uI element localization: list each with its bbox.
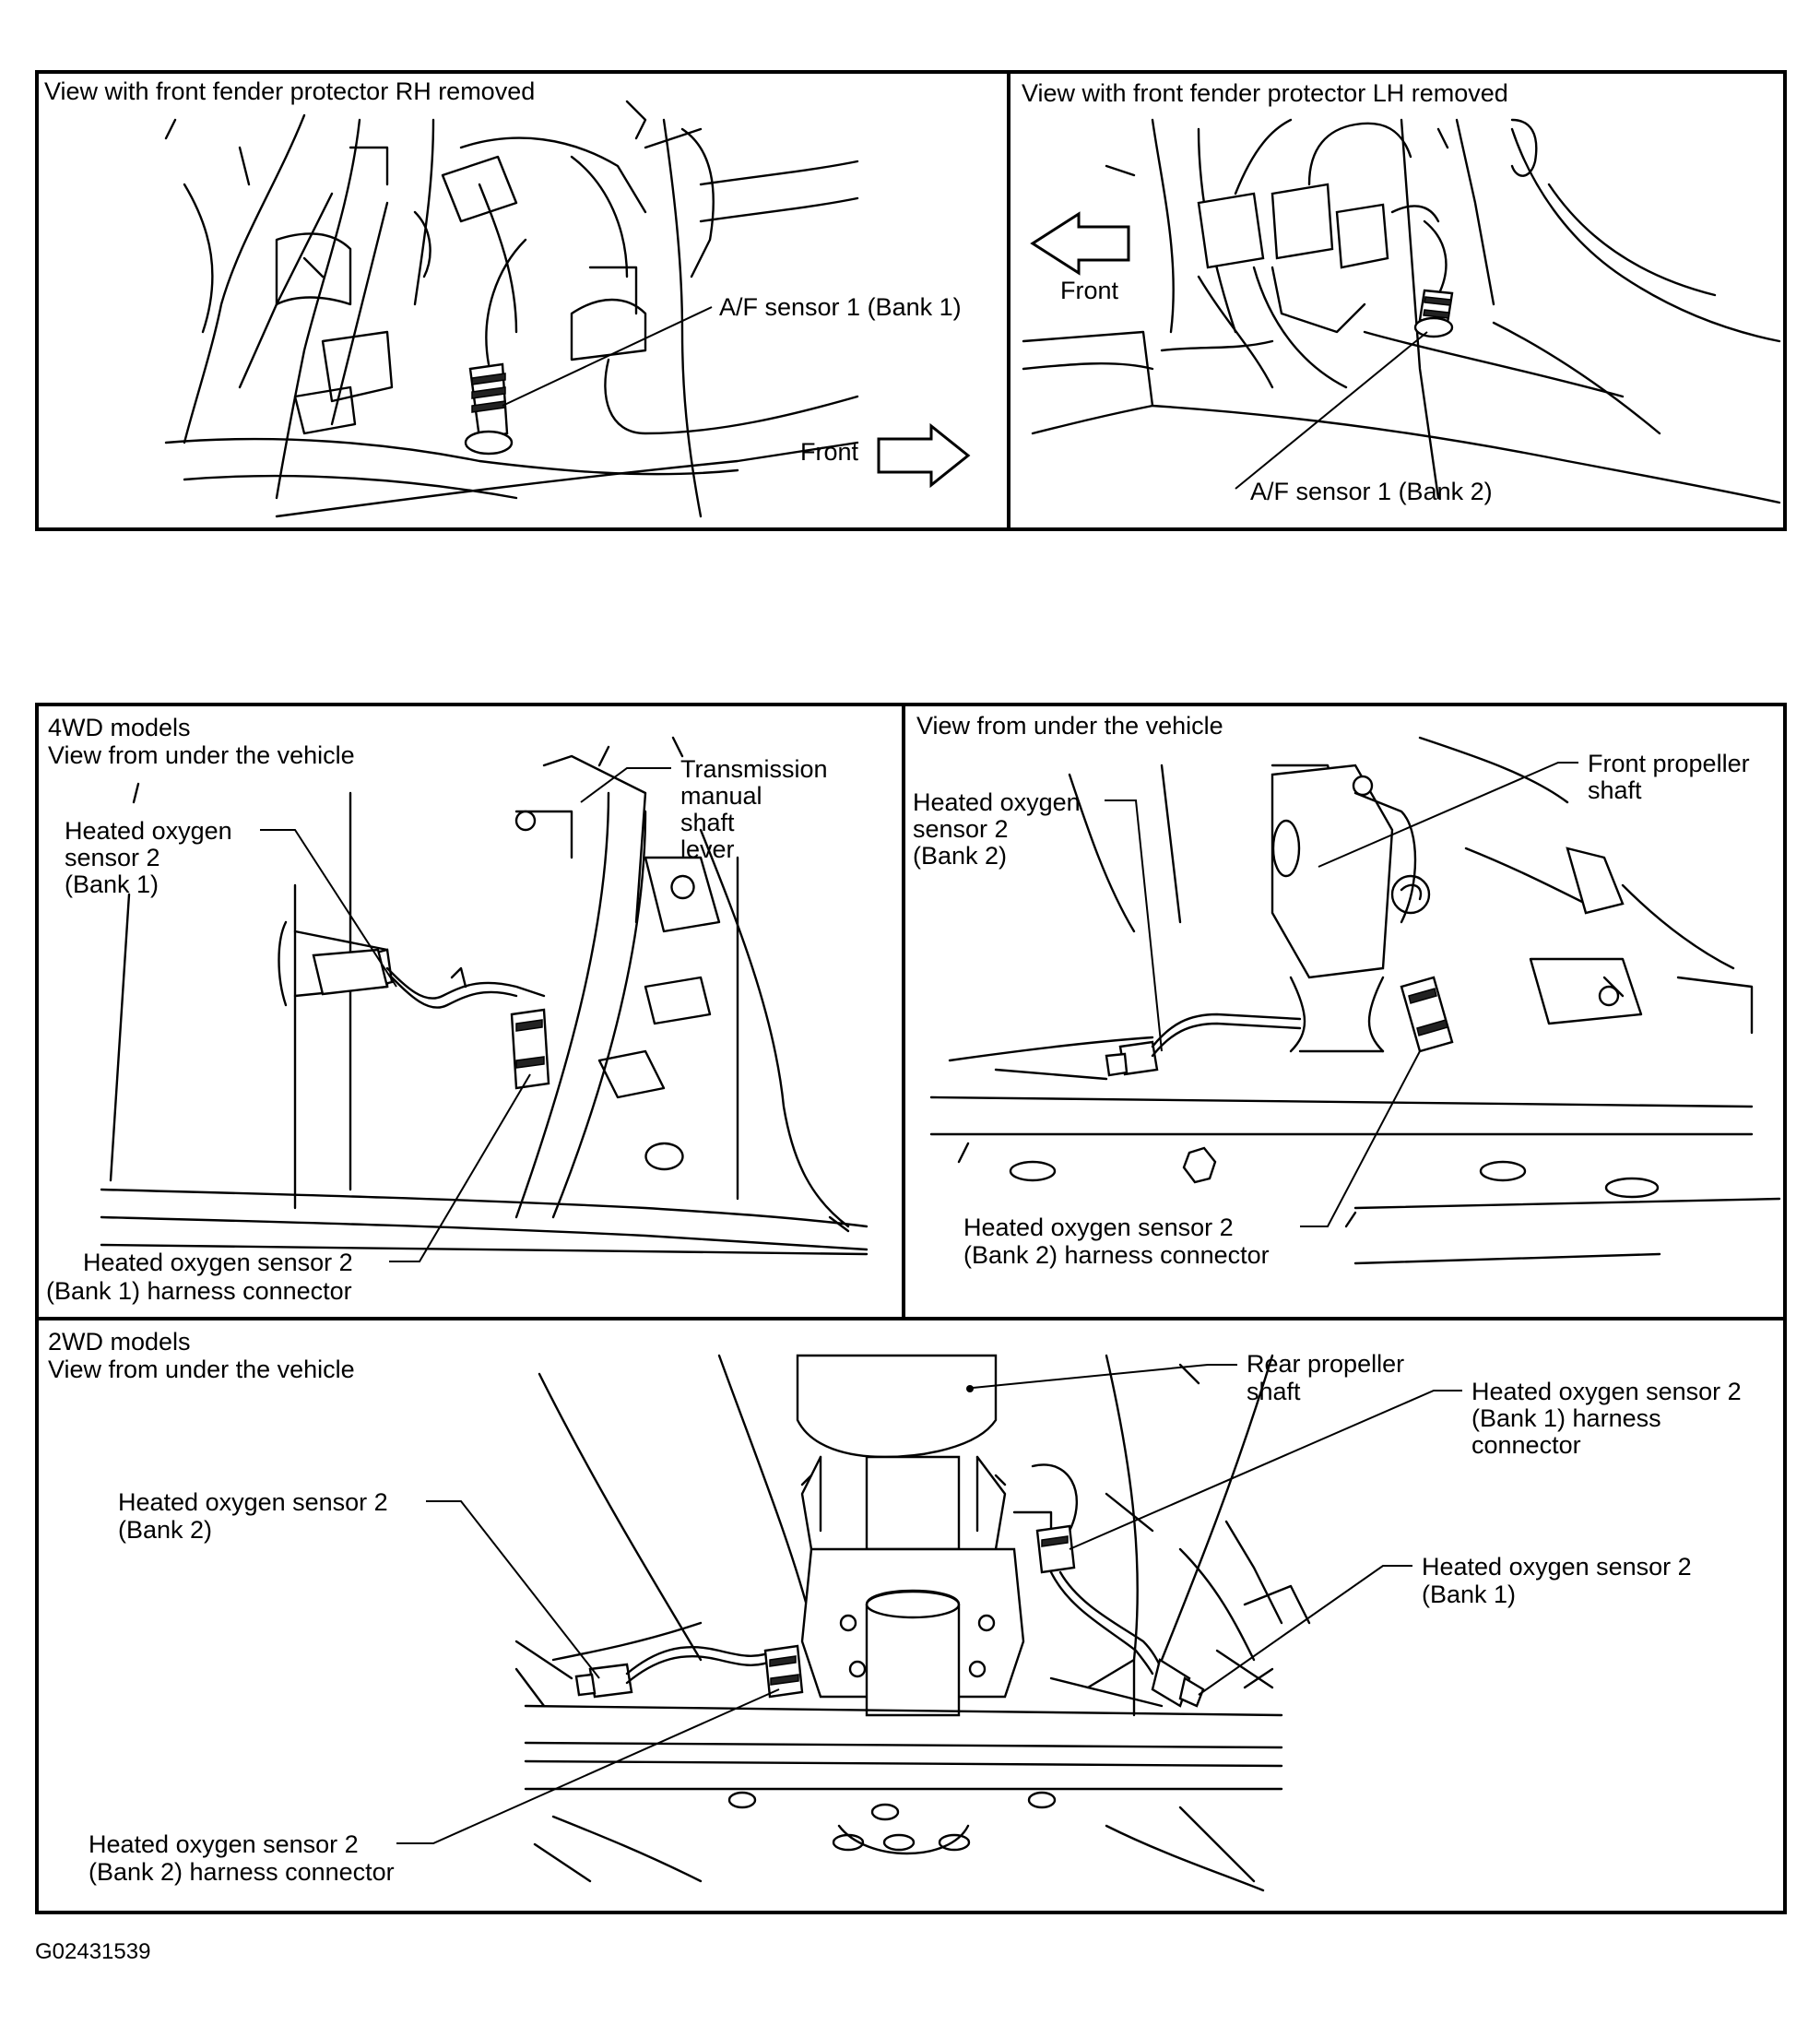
connector-bank1-2wd-label-2: (Bank 1) harness — [1471, 1404, 1661, 1432]
rear-prop-point — [966, 1385, 974, 1392]
fourwd-title-line2: View from under the vehicle — [48, 741, 355, 769]
connector-bank1-2wd-leader — [1069, 1390, 1462, 1550]
connector-bank2-under-label-2: (Bank 2) harness connector — [963, 1241, 1270, 1269]
bottom-panel-frame — [35, 703, 1787, 1914]
trans-lever-label-2: manual — [680, 782, 762, 810]
front-prop-label-1: Front propeller — [1588, 750, 1750, 777]
af-sensor-bank2-label: A/F sensor 1 (Bank 2) — [1250, 478, 1493, 505]
underview-drawing — [929, 736, 1781, 1265]
front-prop-label-2: shaft — [1588, 776, 1642, 804]
rear-prop-label-2: shaft — [1247, 1378, 1301, 1405]
trans-lever-leader — [580, 767, 671, 803]
ho2s-bank2-2wd-leader — [426, 1500, 600, 1679]
connector-bank1-4wd-label-2: (Bank 1) harness connector — [46, 1277, 352, 1305]
lh-front-label: Front — [1060, 277, 1119, 304]
lh-fender-panel: View with front fender protector LH remo… — [1022, 79, 1781, 505]
ho2s-bank1-4wd-label-2: sensor 2 — [65, 844, 160, 871]
ho2s-bank1-4wd-label-1: Heated oxygen — [65, 817, 232, 845]
front-arrow-left-icon — [1030, 211, 1130, 276]
connector-bank2-2wd-leader — [396, 1688, 780, 1844]
connector-bank2-under-leader — [1300, 1050, 1421, 1227]
rh-panel-title: View with front fender protector RH remo… — [44, 77, 535, 105]
twowd-panel: 2WD models View from under the vehicle — [48, 1328, 1742, 1892]
ho2s-bank1-2wd-label-2: (Bank 1) — [1422, 1581, 1516, 1608]
ho2s-bank1-2wd-leader — [1198, 1565, 1412, 1696]
lh-panel-title: View with front fender protector LH remo… — [1022, 79, 1508, 107]
rear-prop-label-1: Rear propeller — [1247, 1350, 1404, 1378]
connector-bank1-4wd-label-1: Heated oxygen sensor 2 — [83, 1249, 353, 1276]
front-prop-leader — [1318, 762, 1578, 868]
trans-lever-label-1: Transmission — [680, 755, 828, 783]
ho2s-bank2-under-label-3: (Bank 2) — [913, 842, 1007, 870]
ho2s-bank2-2wd-label-2: (Bank 2) — [118, 1516, 212, 1544]
rear-prop-leader — [972, 1364, 1237, 1389]
connector-bank1-2wd-label-1: Heated oxygen sensor 2 — [1471, 1378, 1742, 1405]
twowd-drawing — [514, 1354, 1311, 1892]
connector-bank2-under-label-1: Heated oxygen sensor 2 — [963, 1214, 1234, 1241]
fourwd-drawing — [100, 736, 869, 1256]
underview-panel: View from under the vehicle — [913, 712, 1781, 1269]
top-panel-frame — [35, 70, 1787, 531]
rh-front-label: Front — [800, 438, 859, 466]
connector-bank1-4wd-leader — [389, 1073, 531, 1262]
twowd-title-line1: 2WD models — [48, 1328, 191, 1356]
ho2s-bank2-2wd-label-1: Heated oxygen sensor 2 — [118, 1488, 388, 1516]
top-panels — [35, 70, 1787, 531]
underview-title: View from under the vehicle — [916, 712, 1223, 740]
fourwd-title-line1: 4WD models — [48, 714, 191, 741]
ho2s-bank2-under-leader — [1105, 799, 1163, 1052]
rh-fender-panel: View with front fender protector RH remo… — [44, 77, 971, 518]
af-sensor-bank1-label: A/F sensor 1 (Bank 1) — [719, 293, 962, 321]
af-bank1-leader — [502, 306, 713, 407]
figure-id: G02431539 — [35, 1939, 150, 1964]
connector-bank2-2wd-label-2: (Bank 2) harness connector — [89, 1858, 395, 1886]
front-arrow-right-icon — [877, 422, 971, 489]
af-sensor-bank2 — [1413, 219, 1454, 338]
ho2s-bank1-4wd-label-3: (Bank 1) — [65, 870, 159, 898]
twowd-sensors — [574, 1524, 1205, 1708]
af-bank2-leader — [1235, 331, 1428, 490]
af-sensor-bank1 — [464, 238, 527, 456]
ho2s-bank2-under-label-2: sensor 2 — [913, 815, 1009, 843]
connector-bank1-2wd-label-3: connector — [1471, 1431, 1581, 1459]
rh-engine-drawing — [164, 100, 859, 518]
twowd-title-line2: View from under the vehicle — [48, 1356, 355, 1383]
connector-bank2-2wd-label-1: Heated oxygen sensor 2 — [89, 1830, 359, 1858]
trans-lever-label-4: lever — [680, 835, 735, 863]
bottom-panels — [35, 703, 1787, 1914]
ho2s-bank1-2wd-label-1: Heated oxygen sensor 2 — [1422, 1553, 1692, 1581]
fourwd-panel: 4WD models View from under the vehicle — [46, 714, 869, 1305]
ho2s-bank2-under — [1105, 976, 1454, 1077]
ho2s-bank2-under-label-1: Heated oxygen — [913, 788, 1081, 816]
ho2s-bank1-4wd-leader — [260, 829, 397, 988]
trans-lever-label-3: shaft — [680, 809, 735, 836]
ho2s-bank1-4wd — [312, 948, 550, 1090]
lh-engine-drawing — [1022, 118, 1781, 504]
